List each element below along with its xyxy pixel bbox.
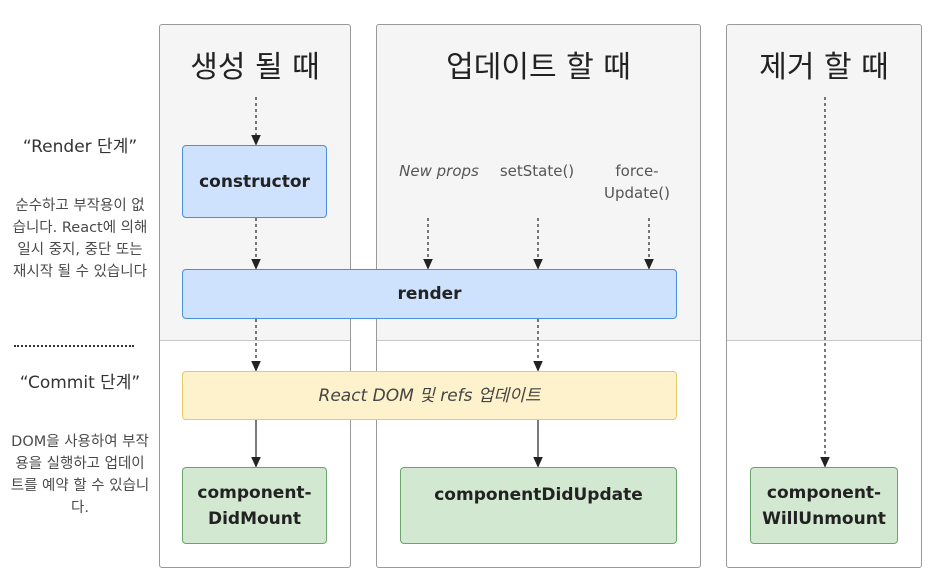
new-props-trigger: New props (399, 162, 479, 180)
set-state-trigger: setState() (499, 162, 575, 180)
render-box: render (182, 269, 677, 319)
did-update-box: componentDidUpdate (400, 467, 677, 544)
mount-column-title: 생성 될 때 (190, 50, 320, 85)
update-column-title: 업데이트 할 때 (446, 50, 631, 85)
phase-divider (14, 345, 134, 347)
commit-phase-title: “Commit 단계” (19, 373, 141, 393)
force-update-trigger: force-Update() (603, 162, 671, 202)
will-unmount-box: component-WillUnmount (750, 467, 898, 544)
unmount-column-title: 제거 할 때 (759, 50, 889, 85)
commit-phase-description: DOM을 사용하여 부작용을 실행하고 업데이트를 예약 할 수 있습니다. (10, 434, 150, 516)
did-mount-box: component-DidMount (182, 467, 327, 544)
constructor-box: constructor (182, 145, 327, 218)
render-phase-description: 순수하고 부작용이 없습니다. React에 의해 일시 중지, 중단 또는 재… (12, 198, 148, 280)
render-phase-title: “Render 단계” (22, 137, 138, 157)
react-dom-update-box: React DOM 및 refs 업데이트 (182, 371, 677, 420)
